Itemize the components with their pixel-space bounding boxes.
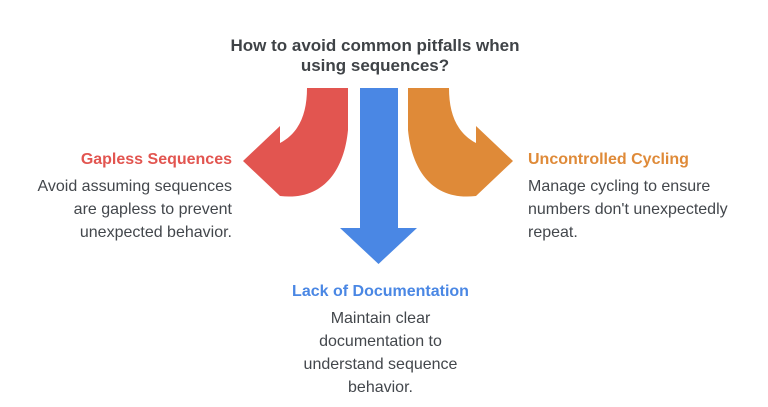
- branch-gapless-sequences: Gapless Sequences Avoid assuming sequenc…: [0, 151, 233, 244]
- branch-heading-gapless-sequences: Gapless Sequences: [80, 151, 232, 168]
- branch-uncontrolled-cycling: Uncontrolled Cycling Manage cycling to e…: [528, 151, 756, 244]
- curved-arrow-right-icon: [408, 88, 513, 197]
- diagram-title: How to avoid common pitfalls when using …: [230, 36, 520, 75]
- straight-arrow-down-icon: [340, 88, 417, 264]
- branch-heading-lack-of-documentation: Lack of Documentation: [292, 283, 469, 300]
- branch-heading-uncontrolled-cycling: Uncontrolled Cycling: [528, 151, 689, 168]
- branch-body-uncontrolled-cycling: Manage cycling to ensure numbers don't u…: [528, 178, 728, 241]
- curved-arrow-left-icon: [243, 88, 348, 197]
- branch-body-lack-of-documentation: Maintain clear documentation to understa…: [303, 310, 458, 396]
- branch-lack-of-documentation: Lack of Documentation Maintain clear doc…: [278, 283, 483, 399]
- branch-body-gapless-sequences: Avoid assuming sequences are gapless to …: [37, 178, 233, 241]
